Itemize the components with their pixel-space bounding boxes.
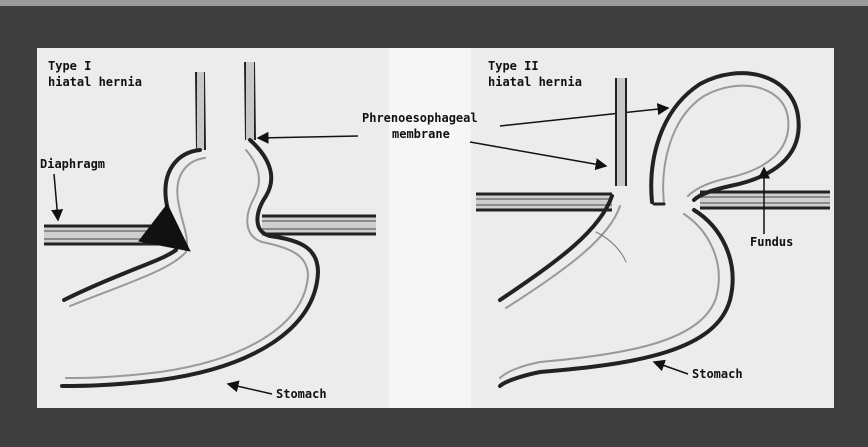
type1-title-line2: hiatal hernia (48, 75, 142, 89)
type2-diaphragm-right (700, 192, 830, 208)
diaphragm-arrow (54, 174, 58, 220)
type2-stomach-arrow (654, 362, 688, 374)
membrane-label-line1: Phrenoesophageal (362, 111, 478, 125)
type1-diaphragm-right (262, 216, 376, 234)
fundus-label: Fundus (750, 235, 793, 249)
type2-title-line1: Type II (488, 59, 539, 73)
type1-diaphragm-left (44, 226, 164, 244)
type1-esophagus (196, 62, 255, 150)
type2-stomach-wall (500, 196, 733, 386)
membrane-arrow-left (258, 136, 358, 138)
type1-stomach-wall (62, 140, 318, 386)
type2-fundus (651, 73, 798, 204)
type1-stomach-arrow (228, 384, 272, 394)
type2-diaphragm-left (476, 194, 612, 210)
type1-stomach-label: Stomach (276, 387, 327, 401)
diaphragm-label: Diaphragm (40, 157, 105, 171)
membrane-label-line2: membrane (392, 127, 450, 141)
membrane-arrow-right-low (470, 142, 606, 166)
type2-esophagus (616, 78, 626, 186)
type2-stomach-label: Stomach (692, 367, 743, 381)
membrane-arrow-right-top (500, 108, 668, 126)
type2-title-line2: hiatal hernia (488, 75, 582, 89)
type1-title-line1: Type I (48, 59, 91, 73)
